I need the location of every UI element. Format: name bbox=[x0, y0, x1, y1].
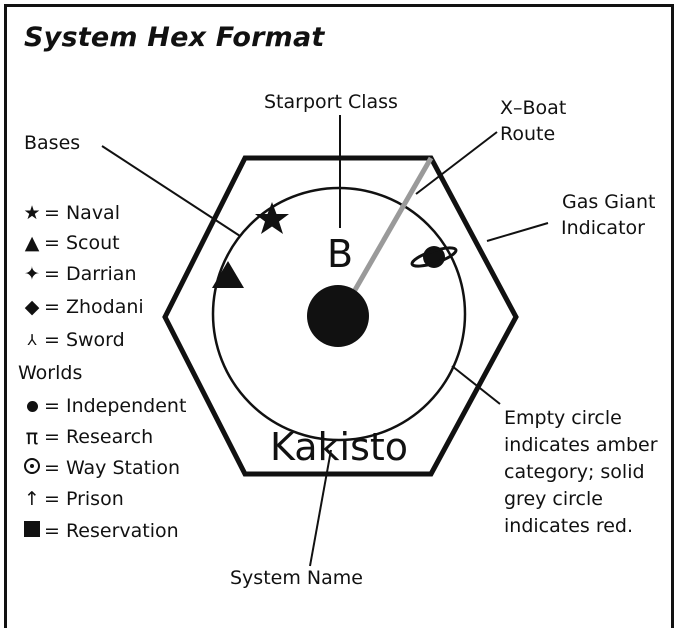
xboat-route-label-line1: X–Boat bbox=[500, 97, 567, 119]
zone-note-line: category; solid bbox=[504, 461, 645, 483]
legend-label: = Scout bbox=[44, 232, 120, 254]
gas-giant-icon bbox=[410, 246, 458, 268]
worlds-heading: Worlds bbox=[18, 360, 82, 386]
legend-row-research: π = Research bbox=[20, 424, 153, 450]
zone-note-line: indicates red. bbox=[504, 515, 634, 537]
page-title: System Hex Format bbox=[24, 22, 325, 53]
zone-note-line: grey circle bbox=[504, 488, 603, 510]
square-icon bbox=[20, 520, 44, 542]
legend-label: = Reservation bbox=[44, 520, 179, 542]
four-point-star-icon: ✦ bbox=[24, 263, 40, 285]
starport-class-label: Starport Class bbox=[264, 91, 398, 113]
legend-label: = Prison bbox=[44, 488, 124, 510]
dot-icon bbox=[20, 395, 44, 417]
system-name-label: System Name bbox=[230, 567, 363, 589]
legend-label: = Independent bbox=[44, 395, 187, 417]
legend-row-way-station: = Way Station bbox=[20, 455, 180, 481]
legend-row-darrian: ✦ = Darrian bbox=[20, 261, 137, 287]
worlds-heading-text: Worlds bbox=[18, 362, 83, 384]
main-world-disc bbox=[307, 285, 369, 347]
world-name: Kakisto bbox=[270, 425, 408, 469]
xboat-route-label-line2: Route bbox=[500, 123, 556, 145]
legend-label: = Way Station bbox=[44, 457, 181, 479]
bases-label: Bases bbox=[24, 132, 81, 154]
system-name-pointer-line bbox=[309, 449, 332, 567]
legend-label: = Zhodani bbox=[44, 296, 144, 318]
zone-pointer-line bbox=[451, 365, 501, 405]
legend-label: = Sword bbox=[44, 329, 125, 351]
diagram-frame bbox=[4, 4, 674, 628]
legend-label: = Naval bbox=[44, 202, 120, 224]
star-icon: ★ bbox=[23, 202, 41, 224]
zone-note-line: indicates amber bbox=[504, 434, 658, 456]
starport-class-letter: B bbox=[327, 232, 353, 276]
xboat-pointer-line bbox=[415, 131, 498, 195]
gas-giant-label-line2: Indicator bbox=[561, 217, 645, 239]
xboat-route-line bbox=[337, 156, 434, 318]
pi-icon: π bbox=[25, 425, 39, 449]
scout-base-triangle-icon bbox=[212, 261, 244, 288]
zone-note-line: Empty circle bbox=[504, 407, 622, 429]
triangle-icon: ▲ bbox=[24, 232, 40, 254]
legend-label: = Research bbox=[44, 426, 154, 448]
legend-row-naval: ★ = Naval bbox=[20, 200, 120, 226]
legend-row-independent: = Independent bbox=[20, 393, 186, 419]
gas-giant-label-line1: Gas Giant bbox=[562, 191, 656, 213]
legend-label: = Darrian bbox=[44, 263, 137, 285]
legend-row-scout: ▲ = Scout bbox=[20, 230, 120, 256]
legend-row-zhodani: ◆ = Zhodani bbox=[20, 294, 144, 320]
legend-row-reservation: = Reservation bbox=[20, 518, 179, 544]
bases-pointer-line bbox=[101, 145, 241, 237]
diamond-icon: ◆ bbox=[24, 296, 40, 318]
circled-dot-icon bbox=[20, 457, 44, 479]
naval-base-star-icon bbox=[255, 202, 289, 234]
gas-giant-pointer-line bbox=[486, 222, 549, 242]
up-arrow-icon: ↑ bbox=[24, 488, 40, 510]
legend-row-prison: ↑ = Prison bbox=[20, 486, 124, 512]
sword-icon: ⅄ bbox=[27, 331, 37, 349]
legend-row-sword: ⅄ = Sword bbox=[20, 327, 125, 353]
